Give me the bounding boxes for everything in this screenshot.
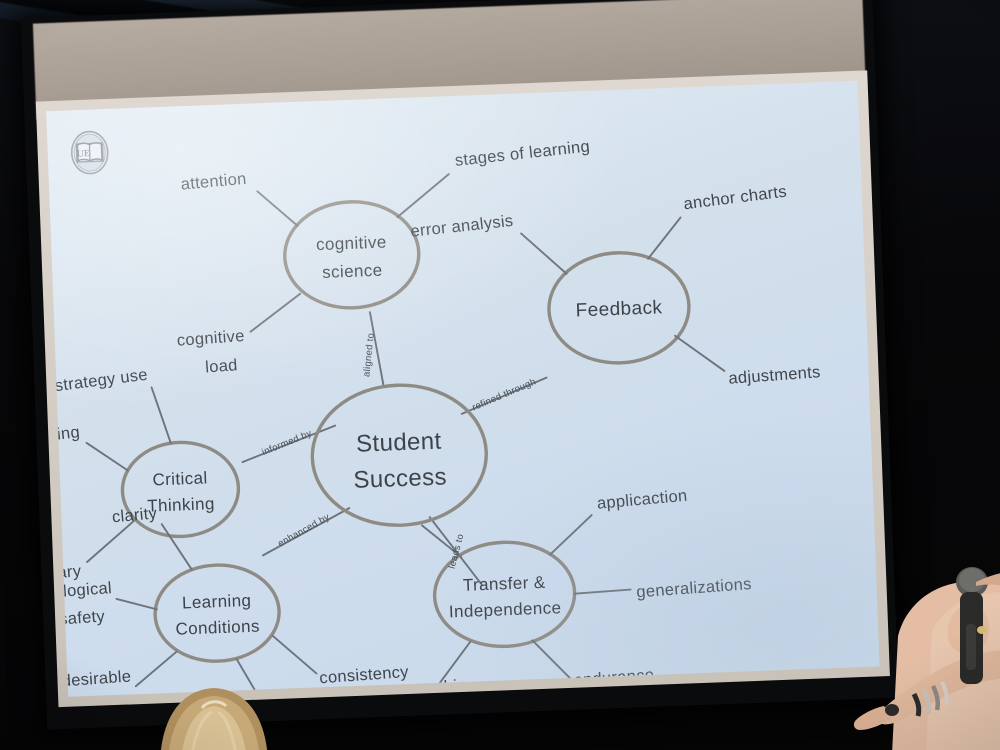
node-learning-conditions[interactable] [153, 563, 281, 664]
leaf-label-application: applicaction [596, 487, 688, 513]
node-label-independence: Independence [449, 598, 562, 621]
node-label-student: Student [356, 428, 442, 458]
node-label-learning: Learning [182, 591, 252, 613]
node-label-science: science [322, 261, 383, 282]
edge-label-aligned-to: aligned to [361, 332, 376, 377]
seal-letter-u: UE [77, 149, 90, 159]
leaf-label-stages-of-learning: stages of learning [454, 137, 591, 169]
node-label-critical: Critical [152, 468, 208, 489]
leaf-label-attention: attention [180, 170, 247, 194]
mind-map-diagram: Student Success cognitive science Critic… [46, 137, 821, 697]
node-student-success[interactable] [310, 382, 489, 528]
microphone [956, 567, 988, 684]
leaf-label-anchor-charts: anchor charts [683, 183, 788, 214]
node-cognitive-science[interactable] [283, 199, 421, 310]
node-critical-thinking[interactable] [120, 440, 241, 539]
edge-label-enhanced-by: enhanced by [276, 512, 332, 550]
slide-canvas: UE [46, 80, 880, 697]
leaf-label-error-analysis: error analysis [410, 212, 515, 241]
bracelets [911, 681, 949, 717]
leaf-label-desirable-line1: desirable [61, 667, 132, 690]
node-label-transfer: Transfer & [463, 573, 547, 595]
presenter-figure [853, 567, 1000, 750]
leaf-label-clarity: clarity [111, 504, 158, 526]
edge-label-refined-through: refined through [471, 376, 538, 413]
projection-screen: UE [2, 0, 910, 750]
edge-label-informed-by: informed by [260, 428, 313, 458]
node-label-cognitive: cognitive [316, 233, 387, 255]
leaf-label-psychological-line2: safety [59, 607, 106, 628]
leaf-label-generalizations: generalizations [636, 575, 752, 601]
university-seal-logo: UE [70, 130, 109, 175]
audience-head [160, 688, 268, 750]
leaf-label-strategy-use: strategy use [54, 366, 149, 395]
node-label-success: Success [353, 463, 447, 493]
node-label-thinking: Thinking [147, 494, 215, 516]
leaf-label-cognitive-load-line2: load [205, 356, 239, 376]
node-label-feedback: Feedback [575, 297, 662, 321]
node-label-conditions: Conditions [175, 617, 260, 639]
leaf-label-cognitive-load-line1: cognitive [176, 327, 245, 350]
node-transfer-independence[interactable] [432, 540, 577, 649]
leaf-label-adjustments: adjustments [728, 363, 821, 388]
node-feedback[interactable] [547, 250, 691, 365]
